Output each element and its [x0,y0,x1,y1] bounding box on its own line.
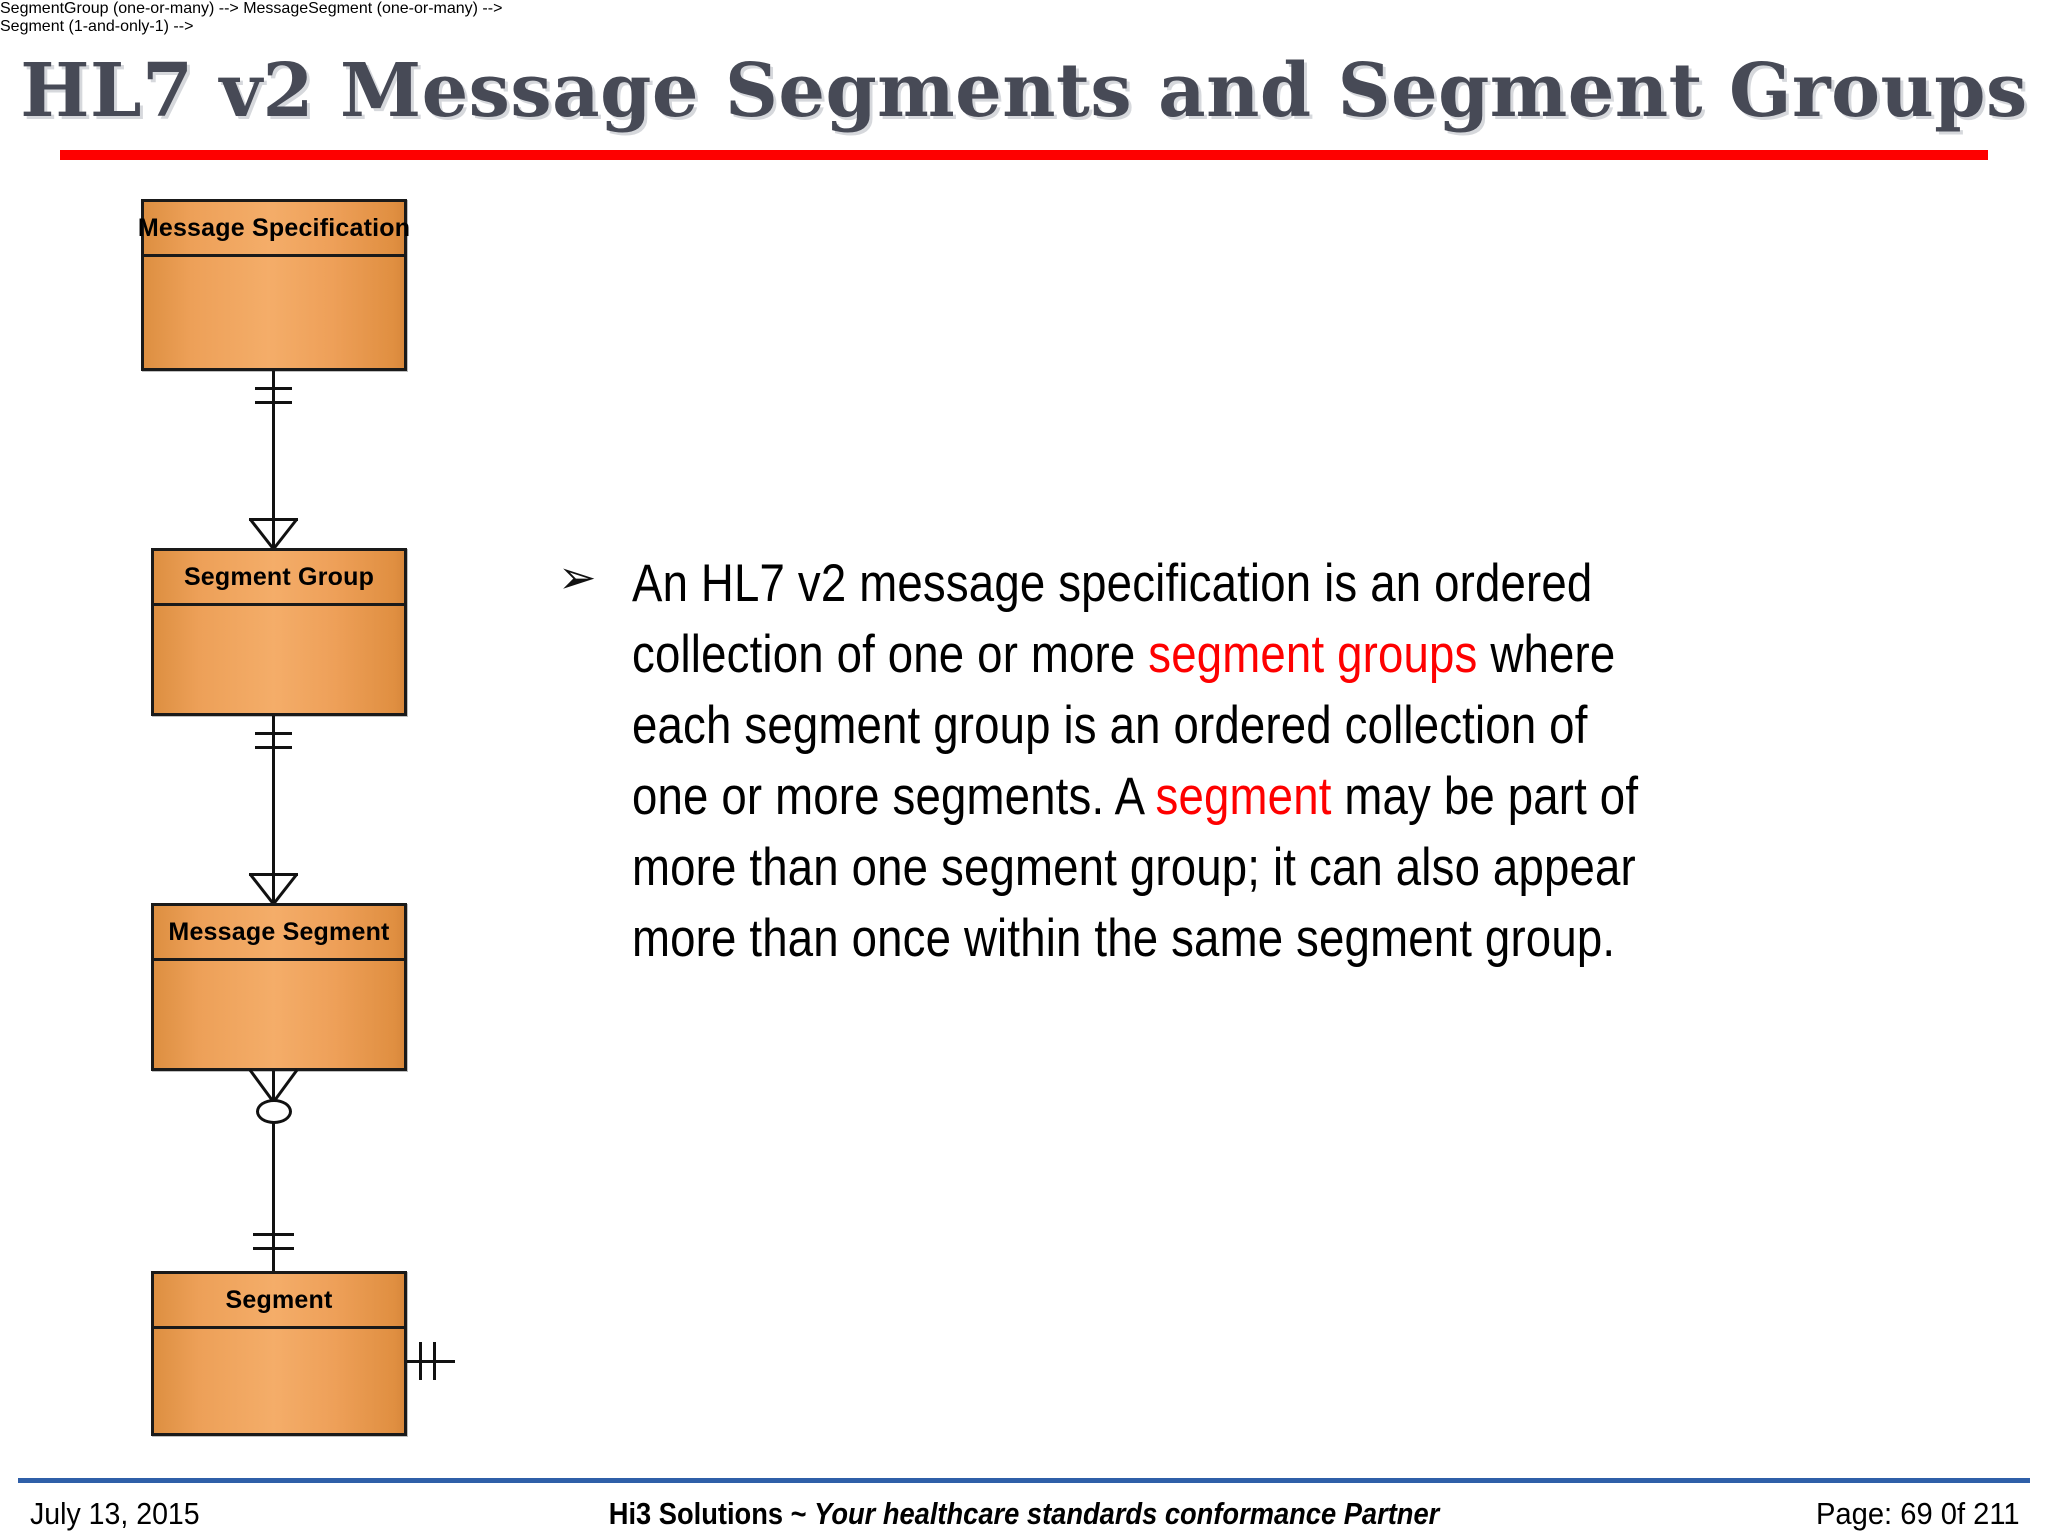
body-text-highlight-segment-groups: segment groups [1148,625,1478,684]
entity-segment[interactable]: Segment [151,1271,407,1436]
body-text-part-2: where each segment group is an ordered c… [632,625,1616,826]
cardinality-one-and-only-one-bar-b [253,1247,294,1250]
body-text-part-0: An HL7 v2 message specification is an or… [632,554,1593,684]
entity-message-segment-label: Message Segment [168,917,390,946]
cardinality-one-and-only-one-bar-a [419,1342,422,1380]
relationship-line [407,1360,455,1363]
entity-message-specification-body [144,257,404,371]
entity-message-specification[interactable]: Message Specification [138,199,410,371]
footer-tagline-italic: Your healthcare standards conformance Pa… [814,1496,1440,1531]
cardinality-one-and-only-one-bar-a [253,1233,294,1236]
cardinality-one-and-only-one-bar-a [255,387,292,390]
footer-company-name: Hi3 Solutions ~ [608,1496,815,1531]
cardinality-one-and-only-one-bar-b [255,746,292,749]
cardinality-one-and-only-one-bar-b [255,401,292,404]
entity-segment-group[interactable]: Segment Group [151,548,407,716]
bullet-item: ➢ An HL7 v2 message specification is an … [548,548,1658,974]
entity-message-specification-header: Message Specification [138,202,410,257]
relationship-segmentgroup-to-messagesegment [248,716,299,906]
cardinality-one-bar [249,518,298,521]
body-text-part-4: may be part of more than one segment gro… [632,767,1639,968]
relationship-line [272,1071,275,1271]
entity-segment-group-body [154,606,404,716]
cardinality-crowsfoot-icon [248,872,299,905]
footer-page-number: Page: 69 0f 211 [1816,1496,2020,1531]
body-content: ➢ An HL7 v2 message specification is an … [548,548,1658,974]
entity-segment-group-header: Segment Group [154,551,404,606]
page-title: HL7 v2 Message Segments and Segment Grou… [20,48,2028,134]
entity-segment-body [154,1329,404,1436]
cardinality-zero-circle-icon [256,1099,292,1124]
entity-segment-label: Segment [225,1285,333,1314]
entity-message-segment[interactable]: Message Segment [151,903,407,1071]
entity-segment-group-label: Segment Group [183,562,375,591]
bullet-arrow-icon: ➢ [558,550,597,604]
footer-divider [18,1478,2030,1483]
body-text-highlight-segment: segment [1155,767,1332,826]
relationship-line [272,371,275,548]
cardinality-one-bar [249,873,298,876]
relationship-msgspec-to-segmentgroup [248,371,299,550]
bullet-paragraph: An HL7 v2 message specification is an or… [632,548,1656,974]
entity-message-specification-label: Message Specification [137,213,411,242]
entity-message-segment-header: Message Segment [154,906,404,961]
cardinality-crowsfoot-icon [248,517,299,550]
relationship-segment-right-stub [407,1340,455,1384]
cardinality-crowsfoot-icon [248,1069,299,1103]
relationship-messagesegment-to-segment [248,1069,299,1271]
cardinality-one-and-only-one-bar-a [255,732,292,735]
footer-tagline: Hi3 Solutions ~ Your healthcare standard… [609,1496,1440,1532]
relationship-line [272,716,275,906]
er-diagram: Message Specification SegmentGroup (one-… [0,0,520,1440]
entity-message-segment-body [154,961,404,1071]
title-underline-rule [60,150,1988,160]
footer-date: July 13, 2015 [30,1496,200,1531]
entity-segment-header: Segment [154,1274,404,1329]
cardinality-one-and-only-one-bar-b [433,1342,436,1380]
